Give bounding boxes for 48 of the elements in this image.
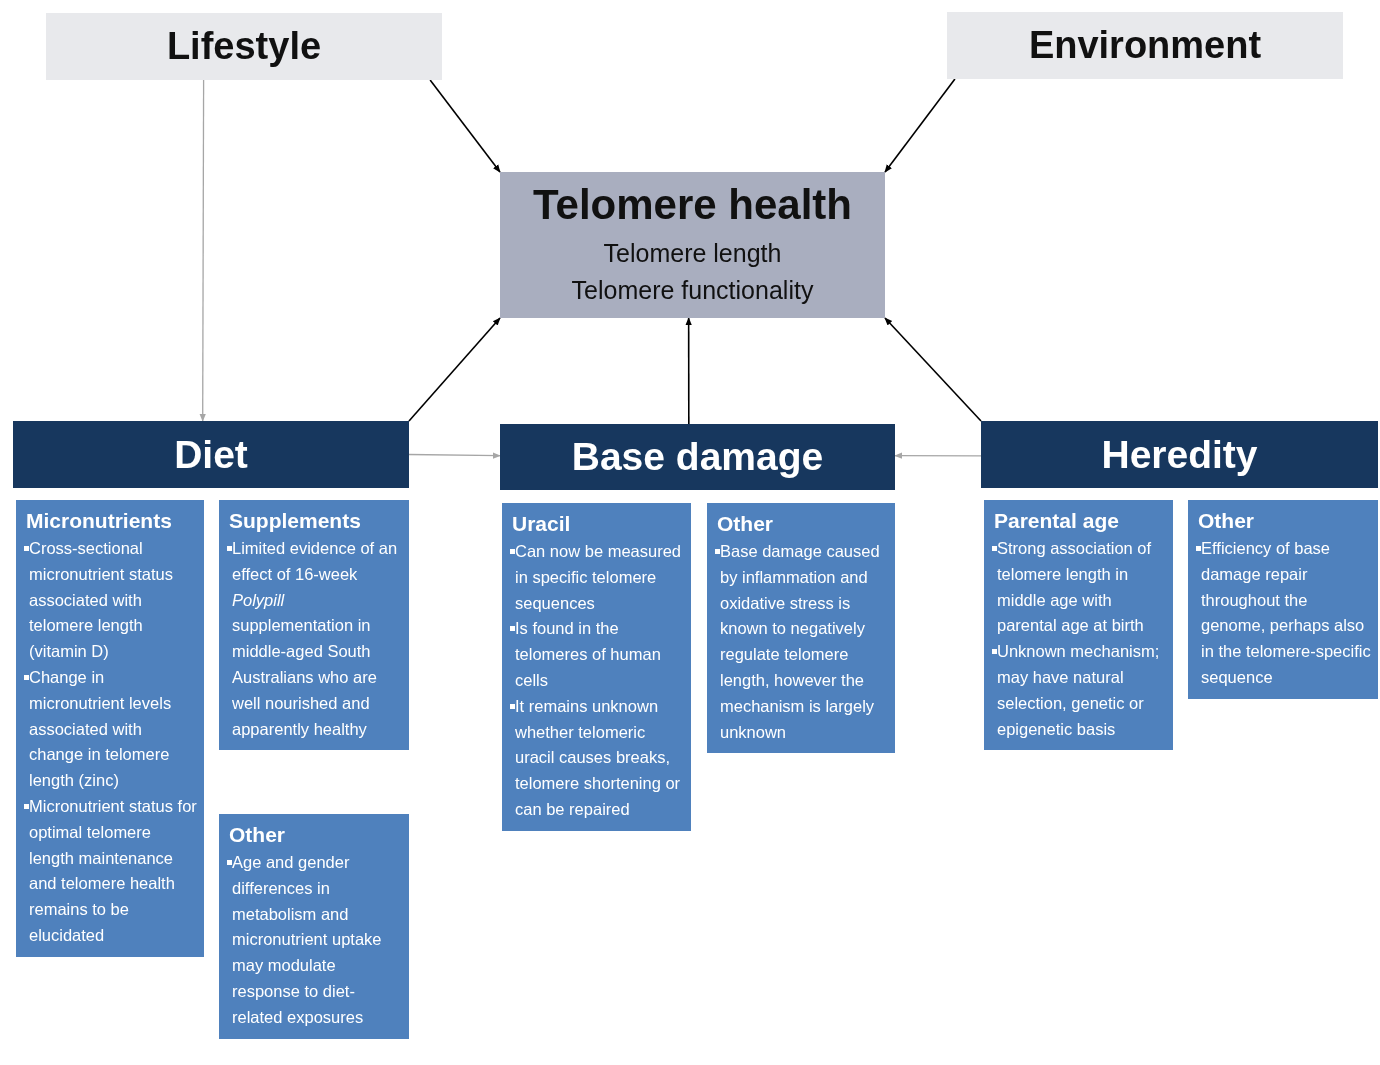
bullet-text: Change in micronutrient levels associated with change in telomere length (zinc) <box>26 665 198 794</box>
bullet-text: Strong association of telomere length in middle age with parental age at birth <box>994 536 1167 640</box>
box-title: Environment <box>1028 24 1262 67</box>
panel-title: Micronutrients <box>26 508 173 534</box>
panel-title: Uracil <box>512 511 572 537</box>
info-panel <box>219 500 409 751</box>
box-title: Lifestyle <box>166 25 322 68</box>
bullet-text: Limited evidence of an effect of 16-week Polypill supplementation in middle-aged South Australians who are well nourished and apparently healthy <box>229 536 403 743</box>
arrow <box>685 317 692 425</box>
bullet-text: Cross-sectional micronutrient status associated with telomere length (vitamin D) <box>26 536 198 665</box>
info-panel <box>502 503 691 831</box>
header-banner <box>981 421 1378 488</box>
panel-title: Supplements <box>229 508 362 534</box>
header-banner <box>500 424 895 490</box>
banner-title: Diet <box>174 432 248 477</box>
summary-box <box>500 172 885 318</box>
arrow <box>408 452 501 459</box>
arrow <box>884 78 956 173</box>
bullet-text: Micronutrient status for optimal telomere length maintenance and telomere health remains to be elucidated <box>26 793 198 949</box>
bullet-text: Is found in the telomeres of human cells <box>512 616 685 694</box>
label-box <box>46 13 442 80</box>
label-box <box>947 12 1343 79</box>
info-panel <box>1188 500 1378 699</box>
info-panel <box>984 500 1173 751</box>
bullet-text: Efficiency of base damage repair throughout the genome, perhaps also in the telomere-specific sequence <box>1198 536 1372 691</box>
arrow <box>408 317 501 422</box>
box-text: Telomere length <box>603 238 782 269</box>
arrow <box>429 79 501 173</box>
panel-title: Other <box>229 822 286 848</box>
info-panel <box>707 503 895 754</box>
panel-title: Other <box>717 511 774 537</box>
bullet-text: Age and gender differences in metabolism and micronutrient uptake may modulate response to diet-related exposures <box>229 850 403 1031</box>
arrow <box>894 452 982 459</box>
bullet-text: Can now be measured in specific telomere sequences <box>512 539 685 617</box>
arrow <box>884 317 982 422</box>
panel-title: Other <box>1198 508 1255 534</box>
banner-title: Heredity <box>1101 432 1258 477</box>
info-panel <box>16 500 204 957</box>
bullet-text: Base damage caused by inflammation and oxidative stress is known to negatively regulate telomere length, however the mechanism is largely unknown <box>717 539 889 746</box>
box-text: Telomere functionality <box>571 275 814 306</box>
bullet-text: It remains unknown whether telomeric uracil causes breaks, telomere shortening or can be repaired <box>512 693 685 823</box>
arrow <box>199 79 206 422</box>
box-title: Telomere health <box>533 181 852 229</box>
info-panel <box>219 814 409 1039</box>
bullet-text: Unknown mechanism; may have natural selection, genetic or epigenetic basis <box>994 639 1167 743</box>
panel-title: Parental age <box>994 508 1120 534</box>
header-banner <box>13 421 409 488</box>
banner-title: Base damage <box>571 435 824 479</box>
